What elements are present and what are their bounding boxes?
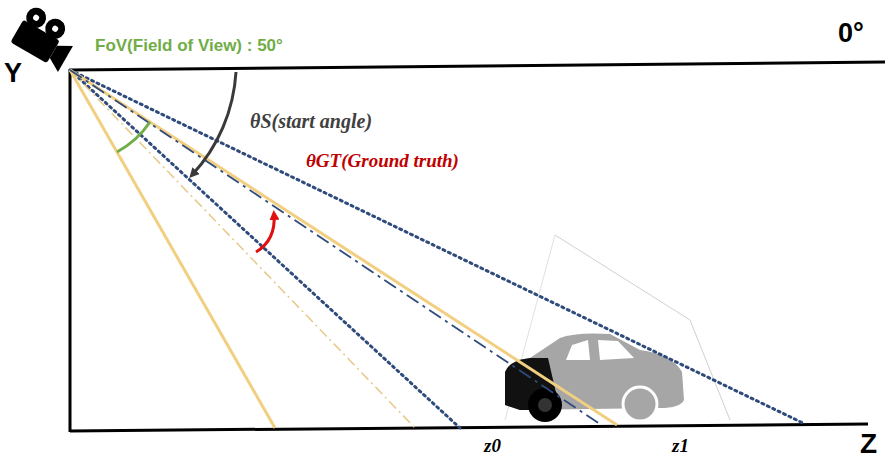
ground-truth-label: θGT(Ground truth) <box>306 150 459 172</box>
depth-label: z0 <box>484 435 501 457</box>
start-angle-label: θS(start angle) <box>250 110 372 133</box>
axis-label: Z <box>860 428 877 460</box>
axis-label: Y <box>4 58 22 89</box>
depth-label: z1 <box>672 435 689 457</box>
fov-label: FoV(Field of View) : 50° <box>95 36 283 56</box>
angle-zero-label: 0° <box>838 18 864 49</box>
